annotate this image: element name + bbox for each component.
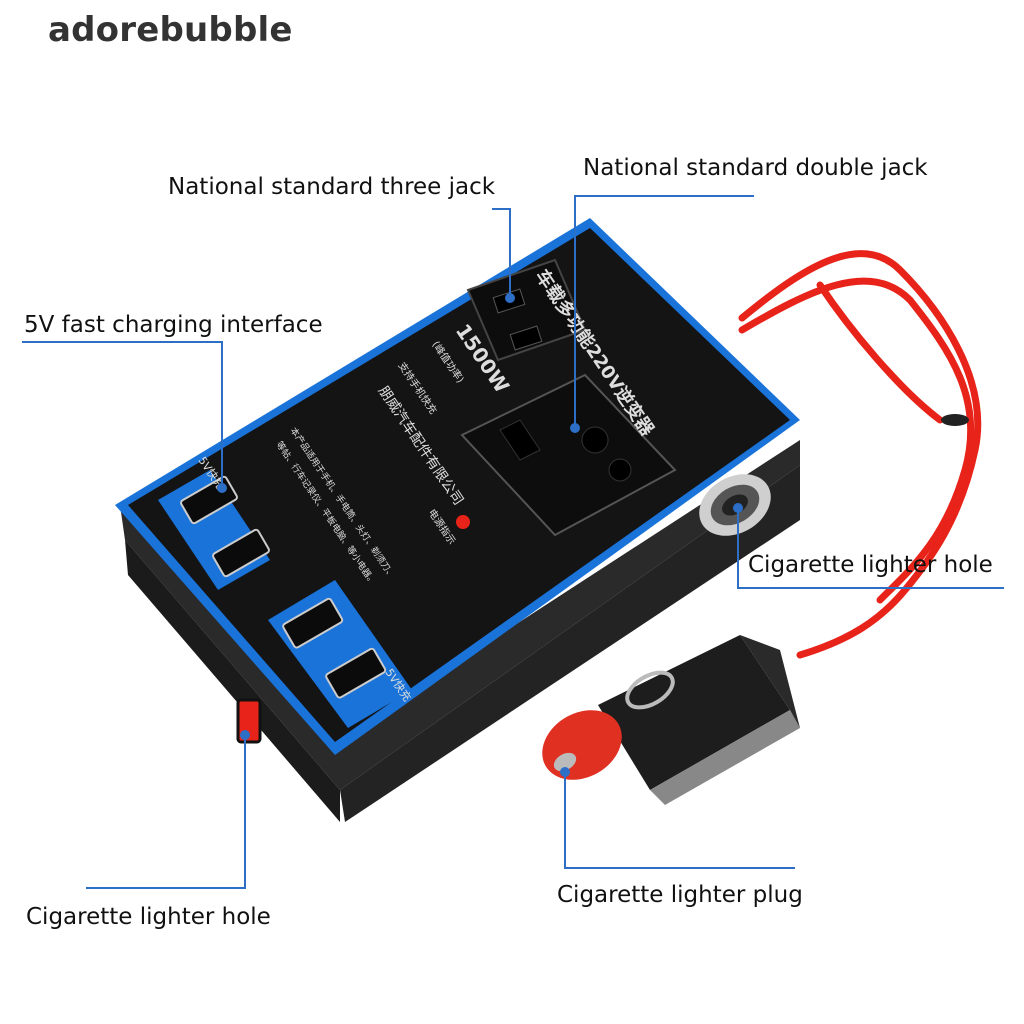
device-right-face (340, 465, 800, 822)
label-lighter-plug: Cigarette lighter plug (557, 882, 803, 908)
lighter-plug (542, 635, 800, 805)
callout-lines (22, 195, 1004, 889)
universal-socket (460, 373, 677, 537)
usb-group-bottom (268, 580, 412, 728)
label-lighter-hole-left: Cigarette lighter hole (26, 904, 271, 930)
label-lighter-hole-right: Cigarette lighter hole (748, 552, 993, 578)
label-double-jack: National standard double jack (583, 155, 928, 181)
cable-tie (941, 414, 969, 426)
label-usb-interface: 5V fast charging interface (24, 312, 323, 338)
brand-watermark: adorebubble (48, 10, 293, 50)
callout-dots (217, 293, 743, 777)
label-three-jack: National standard three jack (168, 174, 496, 200)
power-cable (738, 250, 982, 659)
power-indicator-led (456, 515, 470, 529)
device-front-face (125, 540, 340, 822)
